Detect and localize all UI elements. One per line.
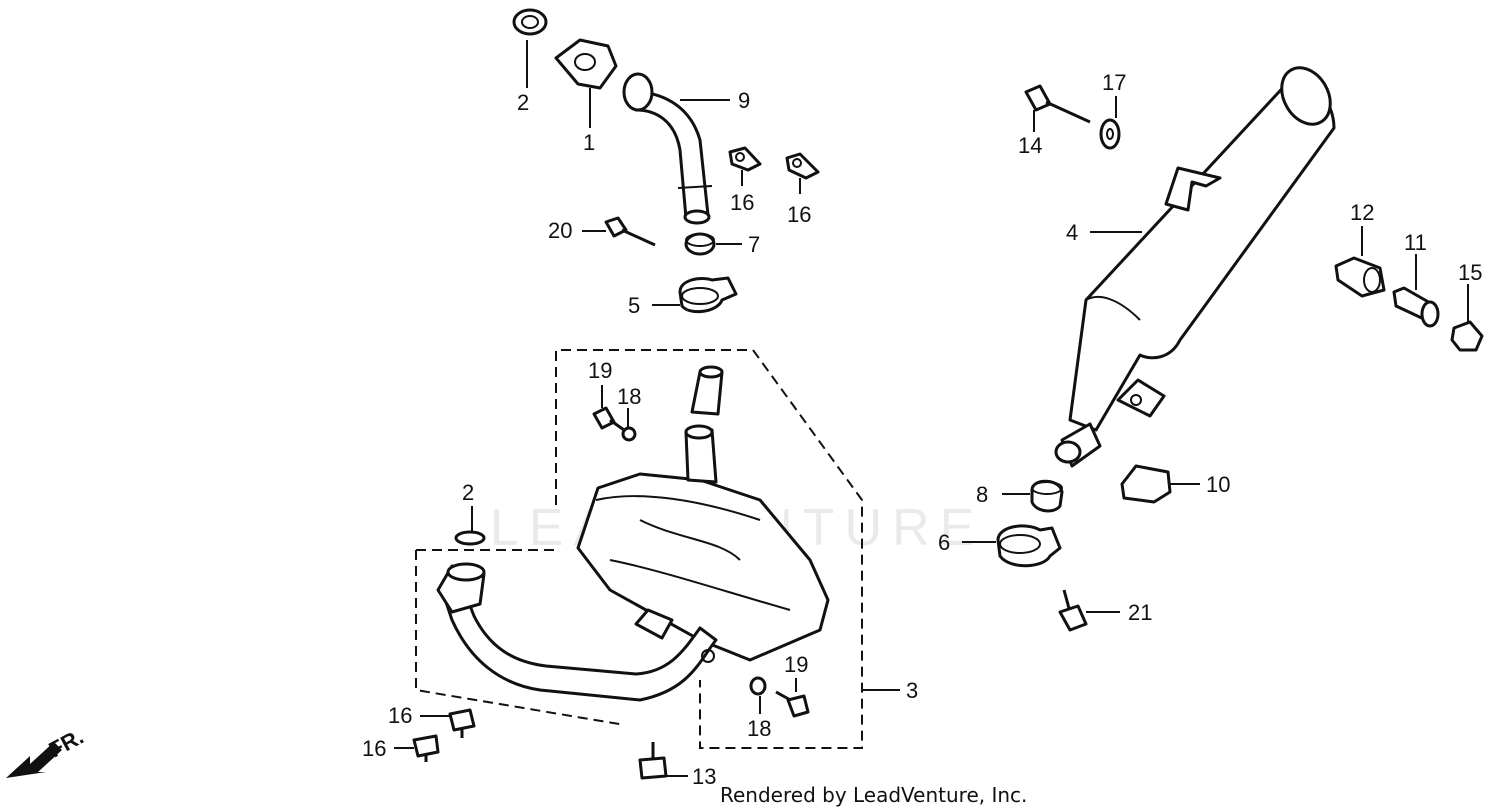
callout-12: 12 (1350, 200, 1374, 225)
clip-part-16-c[interactable] (448, 708, 476, 738)
clamp-part-6[interactable] (996, 524, 1062, 568)
clip-part-16-d[interactable] (412, 734, 440, 762)
assembly-outline-part-3 (555, 349, 863, 749)
callout-16-b: 16 (787, 202, 811, 227)
callout-14: 14 (1018, 133, 1042, 158)
callout-3: 3 (906, 678, 918, 703)
callout-1: 1 (583, 130, 595, 155)
bolt-part-13[interactable] (638, 742, 668, 780)
washer-part-17[interactable] (1099, 118, 1121, 150)
callout-21: 21 (1128, 600, 1152, 625)
washer-part-18-lower[interactable] (749, 676, 767, 696)
callout-18-lower: 18 (747, 716, 771, 741)
callout-9: 9 (738, 88, 750, 113)
callout-20: 20 (548, 218, 572, 243)
washer-part-18-upper[interactable] (621, 426, 637, 442)
callout-8: 8 (976, 482, 988, 507)
callout-15: 15 (1458, 260, 1482, 285)
callout-13: 13 (692, 764, 716, 789)
collar-part-7[interactable] (684, 232, 716, 256)
callout-16-c: 16 (388, 703, 412, 728)
callout-16-a: 16 (730, 190, 754, 215)
clip-part-16-b[interactable] (785, 152, 820, 180)
bolt-part-14[interactable] (1024, 84, 1091, 124)
callout-2-top: 2 (517, 90, 529, 115)
callout-19-upper: 19 (588, 358, 612, 383)
front-direction-arrow: FR. (6, 724, 88, 778)
gasket-part-2-top[interactable] (512, 8, 548, 36)
rubber-part-12[interactable] (1334, 256, 1386, 298)
callout-7: 7 (748, 232, 760, 257)
bracket-part-10[interactable] (1120, 464, 1172, 504)
collar-part-11[interactable] (1392, 286, 1440, 328)
callout-4: 4 (1066, 220, 1078, 245)
gasket-part-2-lower[interactable] (454, 530, 486, 546)
callout-17: 17 (1102, 70, 1126, 95)
bolt-part-19-upper[interactable] (592, 406, 625, 432)
nut-part-15[interactable] (1450, 320, 1484, 352)
bolt-part-21[interactable] (1058, 589, 1088, 632)
clamp-part-5[interactable] (678, 276, 738, 314)
callout-19-lower: 19 (784, 652, 808, 677)
callout-2-lower: 2 (462, 480, 474, 505)
callout-10: 10 (1206, 472, 1230, 497)
callout-6: 6 (938, 530, 950, 555)
silencer-part-4[interactable] (1054, 59, 1340, 468)
clip-part-16-a[interactable] (728, 146, 762, 172)
callout-5: 5 (628, 293, 640, 318)
callout-18-upper: 18 (617, 384, 641, 409)
callout-16-d: 16 (362, 736, 386, 761)
gasket-part-8[interactable] (1030, 479, 1064, 513)
callout-11: 11 (1404, 230, 1427, 255)
bolt-part-19-lower[interactable] (775, 690, 810, 718)
bolt-part-20[interactable] (604, 216, 656, 247)
footer-credit: Rendered by LeadVenture, Inc. (720, 783, 1027, 807)
muffler-part-3[interactable] (436, 365, 830, 702)
exhaust-pipe-part-9[interactable] (622, 72, 713, 225)
flange-part-1[interactable] (554, 38, 618, 90)
